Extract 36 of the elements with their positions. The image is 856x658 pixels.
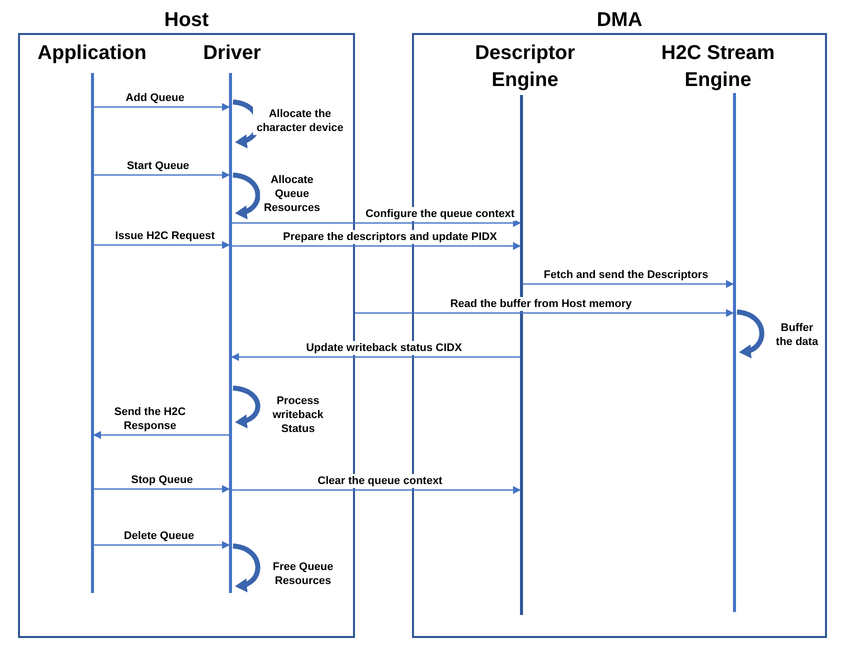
- self-arrow: [232, 172, 260, 218]
- edge-label: Issue H2C Request: [114, 229, 216, 243]
- lifeline-title: Application: [36, 41, 148, 66]
- edge-label: Configure the queue context: [364, 207, 516, 221]
- edge-label: Fetch and send the Descriptors: [542, 268, 710, 282]
- message-arrow: [355, 309, 734, 317]
- edge-label: Read the buffer from Host memory: [449, 297, 633, 311]
- message-arrow: [94, 485, 230, 493]
- lifeline-title: H2C Stream Engine: [660, 41, 776, 93]
- message-arrow: [231, 353, 520, 361]
- message-arrow: [94, 171, 230, 179]
- self-arrow: [736, 310, 764, 358]
- message-arrow: [232, 219, 521, 227]
- message-arrow: [523, 280, 734, 288]
- edge-label: Update writeback status CIDX: [305, 341, 463, 355]
- self-arrow: [232, 544, 260, 592]
- edge-label: Start Queue: [126, 159, 190, 173]
- group-title: Host: [164, 8, 209, 33]
- lifeline: [733, 93, 736, 612]
- message-arrow: [93, 431, 229, 439]
- edge-label: Add Queue: [124, 91, 186, 105]
- message-arrow: [232, 242, 521, 250]
- lifeline: [91, 73, 94, 593]
- edge-label: Delete Queue: [122, 529, 196, 543]
- edge-label: Prepare the descriptors and update PIDX: [282, 230, 498, 244]
- message-arrow: [232, 486, 521, 494]
- lifeline: [229, 73, 232, 593]
- edge-label: Clear the queue context: [316, 474, 444, 488]
- message-arrow: [94, 103, 230, 111]
- group-title: DMA: [596, 8, 642, 33]
- lifeline-title: Driver: [202, 41, 262, 66]
- lifeline-title: Descriptor Engine: [474, 41, 576, 93]
- message-arrow: [94, 541, 230, 549]
- edge-label: Stop Queue: [130, 473, 194, 487]
- message-arrow: [94, 241, 230, 249]
- self-arrow: [232, 386, 260, 428]
